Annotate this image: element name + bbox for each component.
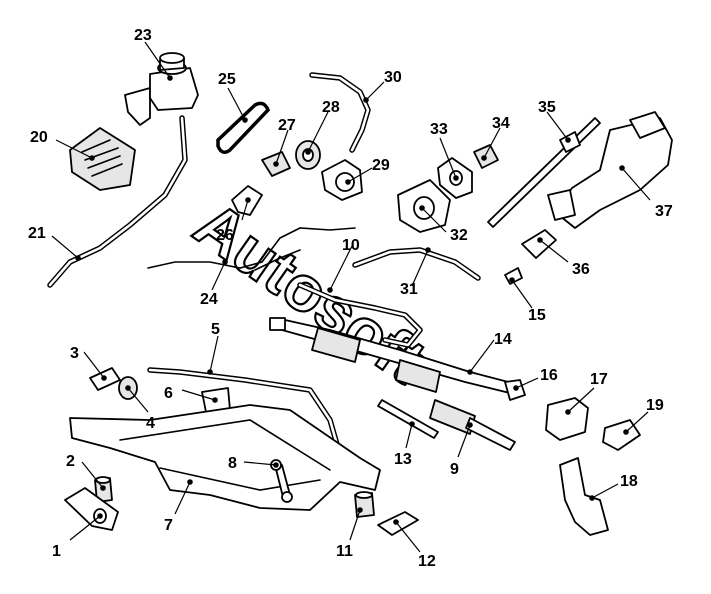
callout-16: 16 [540,367,558,384]
callout-32: 32 [450,227,468,244]
callout-33: 33 [430,121,448,138]
filter-pad-part [69,127,136,191]
callout-26: 26 [216,227,234,244]
callout-15: 15 [528,307,546,324]
subframe-7-part [69,404,381,511]
tie-rod-13-part [377,399,439,439]
callout-7: 7 [164,517,173,534]
callout-labels: 1 2 3 4 5 6 7 8 9 10 11 12 13 14 15 16 1… [28,27,673,570]
callout-35: 35 [538,99,556,116]
pump-29-part [321,159,363,201]
callout-5: 5 [211,321,220,338]
callout-19: 19 [646,397,664,414]
callout-9: 9 [450,461,459,478]
steering-rack-part [269,317,521,396]
callout-14: 14 [494,331,512,348]
callout-37: 37 [655,203,673,220]
bush-11-part [354,491,375,518]
hose-30-part [309,72,371,153]
callout-11: 11 [336,543,353,560]
mount-17-part [545,397,589,441]
track-rod-9-part [429,399,516,451]
belt-part [216,101,271,154]
callout-28: 28 [322,99,340,116]
callout-36: 36 [572,261,590,278]
callout-29: 29 [372,157,390,174]
callout-12: 12 [418,553,436,570]
sensor-36-part [521,229,557,259]
leader-lines [51,41,651,553]
callout-24: 24 [200,291,218,308]
callout-23: 23 [134,27,152,44]
callout-34: 34 [492,115,510,132]
callout-8: 8 [228,455,237,472]
callout-31: 31 [400,281,418,298]
callout-4: 4 [146,415,155,432]
callout-3: 3 [70,345,79,362]
callout-30: 30 [384,69,402,86]
hose-21-part [47,115,188,288]
callout-17: 17 [590,371,608,388]
pipe-24-part [147,227,356,271]
callout-27: 27 [278,117,296,134]
callout-18: 18 [620,473,638,490]
callout-1: 1 [52,543,61,560]
pressure-line-10-part [297,247,481,348]
callout-6: 6 [164,385,173,402]
shaft-35-part [487,117,601,228]
callout-21: 21 [28,225,46,242]
steering-column-37-part [547,111,673,229]
callout-2: 2 [66,453,75,470]
reservoir-part [124,52,199,126]
callout-20: 20 [30,129,48,146]
callout-13: 13 [394,451,412,468]
pulley-28-part [295,140,321,170]
callout-10: 10 [342,237,360,254]
callout-25: 25 [218,71,236,88]
bracket-18-part [559,457,609,536]
